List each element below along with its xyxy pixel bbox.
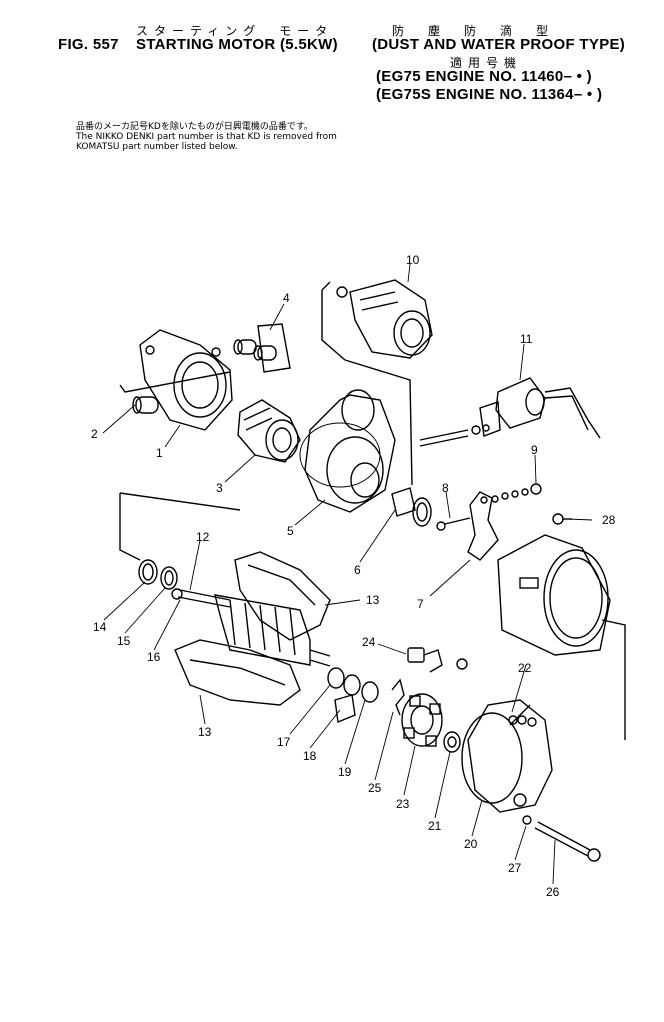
through-bolt-part [534,821,601,862]
front-housing-part [139,329,233,431]
armature-part [171,588,331,667]
spacer-washer-part [160,566,178,590]
callout-20: 20 [464,837,478,851]
callout-11: 11 [520,332,533,346]
callout-24: 24 [362,635,376,649]
callout-10: 10 [406,253,420,267]
field-coil-lower-part [174,639,301,706]
lock-washer-part [522,815,532,825]
lever-housing-part [299,389,396,513]
callout-12: 12 [196,530,210,544]
callout-14: 14 [93,620,107,634]
bushing-seal-part [391,487,432,527]
rear-bushing-part [443,731,461,753]
figure-title: STARTING MOTOR (5.5KW) [136,36,338,53]
serial-range-eg75s: (EG75S ENGINE NO. 11364– • ) [376,86,603,103]
callout-6: 6 [354,563,361,577]
serial-range-eg75: (EG75 ENGINE NO. 11460– • ) [376,68,592,85]
callout-13-lower: 13 [198,725,212,739]
callout-5: 5 [287,524,294,538]
magnetic-switch-part [336,279,433,359]
callout-16: 16 [147,650,161,664]
callout-15: 15 [117,634,131,648]
callout-9: 9 [531,443,538,457]
callout-2: 2 [91,427,98,441]
callout-28: 28 [602,513,616,527]
pinion-clutch-part [237,399,301,463]
callout-17: 17 [277,735,291,749]
figure-subtitle: (DUST AND WATER PROOF TYPE) [372,36,626,53]
bushing-pair-part [233,339,277,361]
mounting-bracket-part [467,491,499,561]
applicable-models-jp: 適用号機 [450,56,523,70]
callout-3: 3 [216,481,223,495]
brush-spring-part [391,678,405,716]
callout-1: 1 [156,446,163,460]
japanese-title: スターティング モータ [136,24,334,38]
callout-22: 22 [518,661,532,675]
washer-stack-part [491,483,542,503]
callout-27: 27 [508,861,522,875]
callout-25: 25 [368,781,382,795]
callout-21: 21 [428,819,442,833]
callout-26: 26 [546,885,560,899]
field-coil-upper-part [234,551,331,641]
yoke-part [497,534,611,656]
note-line-1: The NIKKO DENKI part number is that KD i… [76,132,337,142]
rear-cover-part [461,699,553,813]
callout-18: 18 [303,749,317,763]
callout-23: 23 [396,797,410,811]
terminal-part [407,647,468,673]
callout-7: 7 [417,597,424,611]
thrust-washer-part [138,559,158,585]
japanese-spec: 防 塵 防 滴 型 [392,24,555,38]
callout-13-upper: 13 [366,593,380,607]
callout-8: 8 [442,481,449,495]
figure-number: FIG. 557 [58,36,119,53]
relay-part [479,377,601,439]
note-line-2: KOMATSU part number listed below. [76,142,238,152]
note-japanese: 品番のメーカ記号KDを除いたものが日興電機の品番です。 [76,122,313,132]
bushing-part [132,396,159,414]
callout-4: 4 [283,291,290,305]
callout-19: 19 [338,765,352,779]
brush-holder-part [401,693,443,747]
